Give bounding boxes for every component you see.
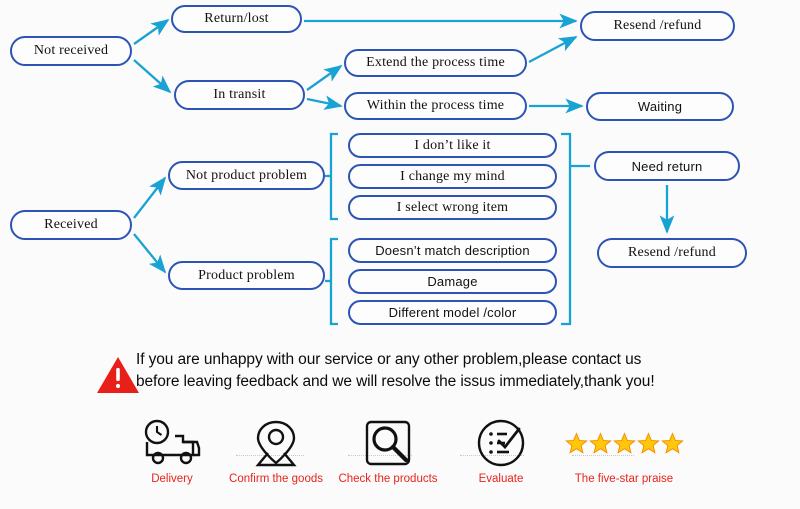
step-divider bbox=[348, 455, 412, 457]
flow-node-need-return: Need return bbox=[594, 151, 740, 181]
step-evaluate-label: Evaluate bbox=[478, 473, 524, 485]
flow-node-within-process-time: Within the process time bbox=[344, 92, 527, 120]
step-evaluate: Evaluate bbox=[441, 415, 561, 485]
flow-node-label: Need return bbox=[631, 158, 703, 174]
flow-node-label: Within the process time bbox=[366, 98, 505, 113]
flow-node-dont-like-it: I don’t like it bbox=[348, 133, 557, 158]
flow-node-damage: Damage bbox=[348, 269, 557, 294]
flow-node-extend-process-time: Extend the process time bbox=[344, 49, 527, 77]
flow-node-label: Doesn’t match description bbox=[375, 243, 530, 258]
flow-node-different-model-color: Different model /color bbox=[348, 300, 557, 325]
flow-node-product-problem: Product problem bbox=[168, 261, 325, 290]
flow-node-select-wrong-item: I select wrong item bbox=[348, 195, 557, 220]
step-delivery: Delivery bbox=[112, 415, 232, 485]
step-divider bbox=[460, 455, 524, 457]
step-divider bbox=[236, 455, 304, 457]
flow-node-label: Waiting bbox=[637, 99, 683, 114]
notice-line-1: If you are unhappy with our service or a… bbox=[136, 351, 642, 368]
flow-node-label: Not received bbox=[33, 43, 109, 58]
flow-node-in-transit: In transit bbox=[174, 80, 305, 110]
notice-text: If you are unhappy with our service or a… bbox=[136, 349, 736, 394]
location-pin-icon bbox=[216, 415, 336, 471]
magnifier-icon bbox=[328, 415, 448, 471]
flow-node-label: I don’t like it bbox=[414, 137, 491, 153]
flow-node-label: I select wrong item bbox=[396, 199, 509, 215]
flow-node-doesnt-match-description: Doesn’t match description bbox=[348, 238, 557, 263]
flow-node-label: Extend the process time bbox=[366, 55, 505, 70]
flow-node-not-received: Not received bbox=[10, 36, 132, 66]
step-delivery-label: Delivery bbox=[151, 473, 193, 485]
flow-node-label: Not product problem bbox=[185, 167, 308, 183]
step-confirm-the-goods: Confirm the goods bbox=[216, 415, 336, 485]
warning-triangle-icon bbox=[97, 357, 139, 393]
return-policy-flow-diagram: Not received Return/lost In transit Extend … bbox=[10, 5, 747, 326]
flow-node-change-my-mind: I change my mind bbox=[348, 164, 557, 189]
flow-node-label: Different model /color bbox=[388, 305, 517, 320]
flow-node-label: Damage bbox=[427, 274, 478, 289]
flow-node-not-product-problem: Not product problem bbox=[168, 161, 325, 190]
step-confirm-the-goods-label: Confirm the goods bbox=[229, 473, 323, 485]
step-the-five-star-praise: The five-star praise bbox=[562, 415, 686, 485]
step-check-the-products-label: Check the products bbox=[338, 473, 438, 485]
flow-node-label: Resend /refund bbox=[613, 18, 702, 33]
flow-node-resend-refund-bottom: Resend /refund bbox=[597, 238, 747, 268]
flow-node-label: Product problem bbox=[198, 267, 295, 283]
evaluate-checklist-icon bbox=[441, 415, 561, 471]
notice-line-2: before leaving feedback and we will reso… bbox=[136, 373, 655, 391]
flow-node-received: Received bbox=[10, 210, 132, 240]
flow-node-resend-refund-top: Resend /refund bbox=[580, 11, 735, 41]
flow-node-return-lost: Return/lost bbox=[171, 5, 302, 33]
flow-node-label: Resend /refund bbox=[628, 245, 716, 260]
flow-connectors bbox=[133, 13, 675, 326]
five-stars-icon bbox=[562, 415, 686, 471]
step-check-the-products: Check the products bbox=[328, 415, 448, 485]
flow-node-label: Return/lost bbox=[204, 11, 269, 26]
step-the-five-star-praise-label: The five-star praise bbox=[574, 473, 674, 485]
flow-node-waiting: Waiting bbox=[586, 92, 734, 121]
flow-node-label: Received bbox=[44, 217, 98, 232]
delivery-truck-icon bbox=[112, 415, 232, 471]
process-steps-strip: Delivery Confirm the goods bbox=[0, 415, 800, 509]
notice-banner: If you are unhappy with our service or a… bbox=[0, 345, 800, 410]
flow-node-label: In transit bbox=[213, 87, 266, 102]
flow-node-label: I change my mind bbox=[400, 168, 505, 184]
step-divider bbox=[572, 455, 634, 457]
